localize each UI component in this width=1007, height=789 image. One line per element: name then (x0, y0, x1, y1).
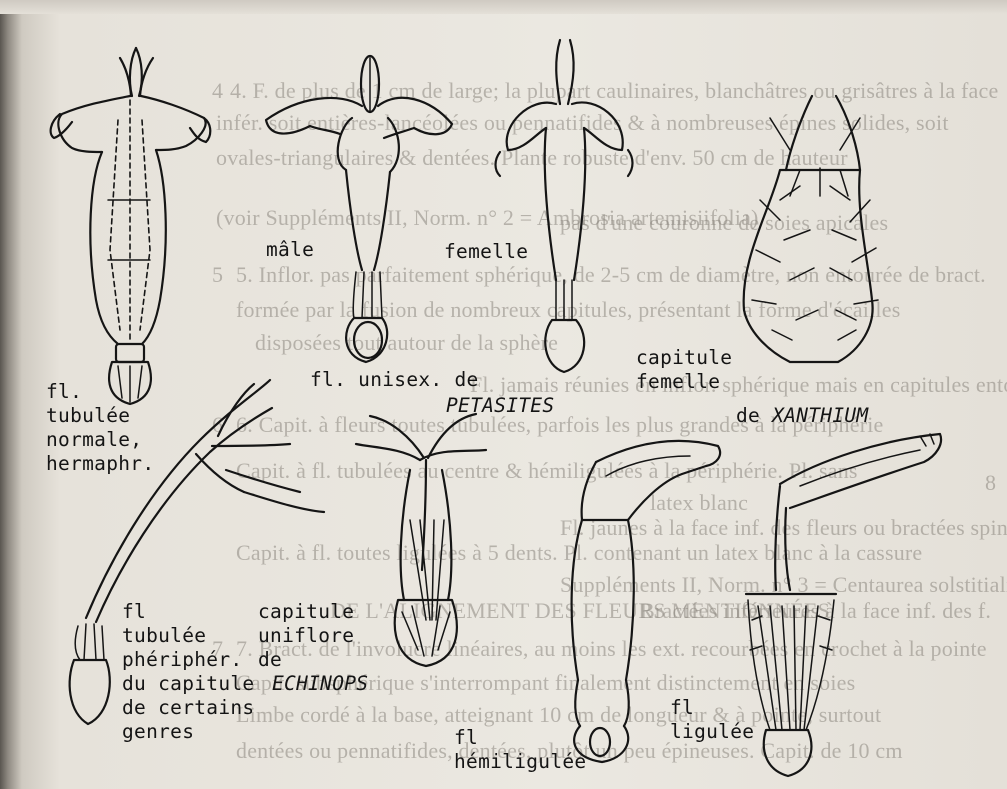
xanthium-prefix: de (736, 404, 772, 427)
label-female: femelle (444, 240, 528, 264)
label-female-capitulum: capitule femelle (636, 346, 732, 394)
echinops-capitulum-illustration (356, 414, 486, 666)
label-hemiligulate-flower: fl hémiligulée (454, 726, 586, 774)
label-peripheral-tubular-flower: fl tubulée phériphér. du capitule de cer… (122, 600, 254, 744)
label-ligulate-flower: fl ligulée (670, 696, 754, 744)
echinops-name: ECHINOPS (272, 672, 368, 695)
label-male: mâle (266, 238, 314, 262)
male-flower-illustration (266, 56, 452, 362)
label-echinops: ECHINOPS (272, 672, 368, 696)
label-petasites: PETASITES (446, 394, 554, 418)
label-tubular-flower: fl. tubulée normale, hermaphr. (46, 380, 154, 476)
petasites-name: PETASITES (446, 394, 554, 417)
xanthium-name: XANTHIUM (772, 404, 868, 427)
xanthium-capitulum-illustration (744, 96, 878, 362)
ligulate-flower-illustration (746, 434, 941, 776)
female-flower-illustration (496, 40, 633, 372)
label-uniflore-capitulum: capitule uniflore de (258, 600, 354, 672)
label-xanthium: de XANTHIUM (736, 404, 868, 428)
label-unisexual-flowers: fl. unisex. de (310, 368, 479, 392)
tubular-flower-illustration (51, 48, 211, 404)
